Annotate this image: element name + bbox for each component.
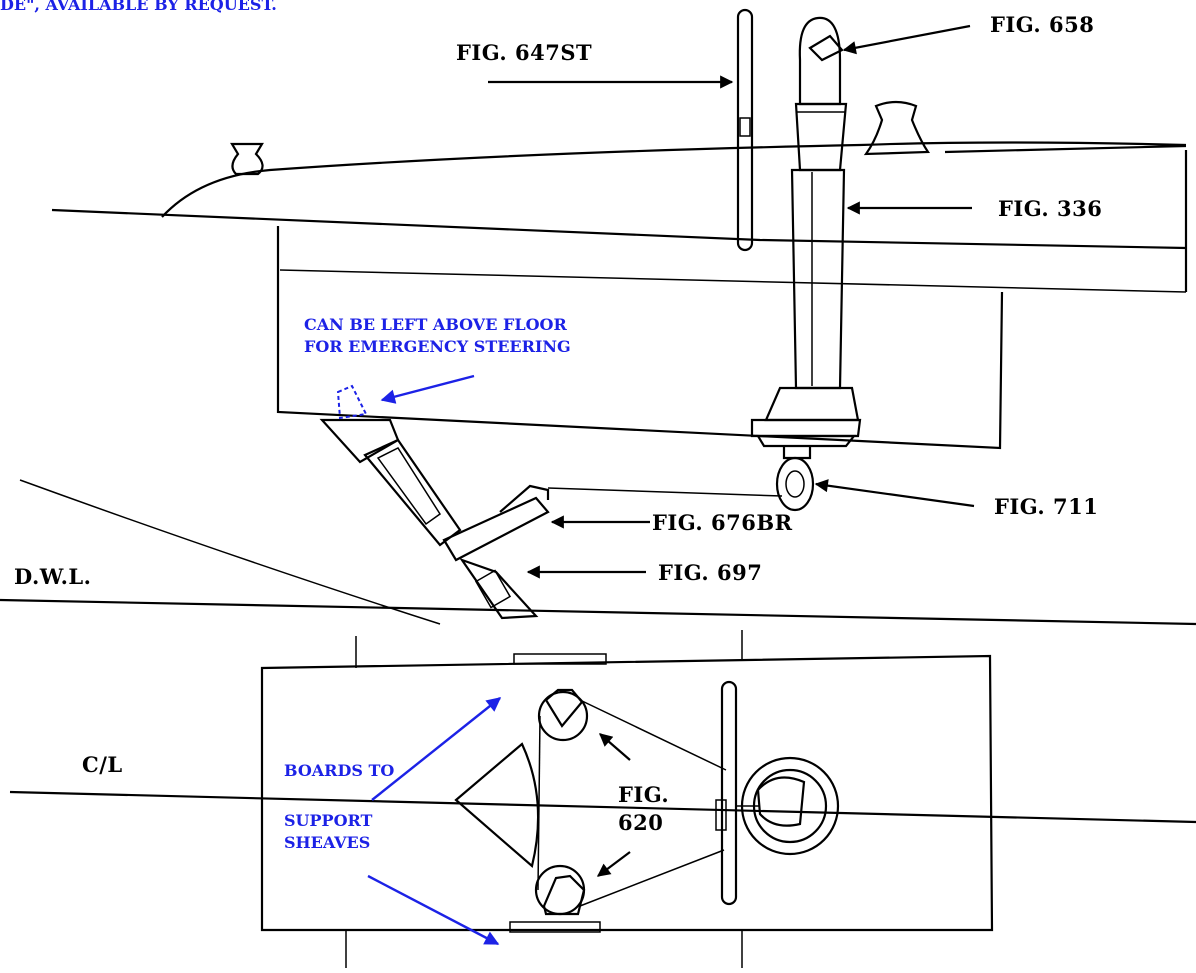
shaft-697	[459, 557, 539, 620]
boards-note-line3: SHEAVES	[284, 833, 371, 852]
tube-flange	[319, 418, 400, 464]
dwl-line	[0, 598, 1196, 626]
fig-620-label-line2: 620	[618, 810, 664, 835]
fig-658-label: FIG. 658	[990, 12, 1095, 37]
blue-arrows	[367, 374, 502, 946]
sheave-711	[775, 446, 815, 512]
fig-711-label: FIG. 711	[994, 494, 1099, 519]
leader-arrows	[488, 24, 975, 877]
deck-line	[51, 208, 1187, 250]
hull-profile	[19, 479, 441, 625]
fig-697-label: FIG. 697	[658, 560, 763, 585]
fig-676br-label: FIG. 676BR	[652, 510, 793, 535]
boards-note-line2: SUPPORT	[284, 811, 373, 830]
boards-note-line1: BOARDS TO	[284, 761, 395, 780]
support-board-bottom	[509, 921, 601, 933]
rudder-arm-676br	[442, 496, 550, 562]
centerline	[9, 790, 1196, 824]
dwl-label: D.W.L.	[14, 564, 92, 589]
fig-620-label-line1: FIG.	[618, 782, 670, 807]
centerline-label: C/L	[82, 752, 123, 777]
side-elevation	[19, 8, 1188, 625]
rudder-sector	[454, 742, 540, 869]
emergency-tiller-dashed	[336, 384, 368, 420]
plan-view	[9, 630, 1196, 968]
emergency-note-line2: FOR EMERGENCY STEERING	[304, 337, 571, 356]
steering-wheel-edge	[736, 8, 754, 252]
steering-pedestal	[750, 16, 862, 448]
fig-647st-label: FIG. 647ST	[456, 40, 593, 65]
sheave-620-top	[537, 690, 589, 742]
plan-box	[260, 654, 994, 932]
rudder-stock-assembly	[319, 384, 783, 620]
bow-cleat	[230, 142, 264, 176]
hull-box	[276, 226, 1004, 450]
stuffing-tube	[363, 438, 462, 547]
aft-cleat	[863, 100, 931, 156]
header-fragment: DE", AVAILABLE BY REQUEST.	[0, 0, 277, 14]
fig-336-label: FIG. 336	[998, 196, 1103, 221]
pedestal-cap	[808, 34, 844, 62]
wheel-plan	[720, 680, 738, 906]
emergency-note-line1: CAN BE LEFT ABOVE FLOOR	[304, 315, 567, 334]
support-board-top	[513, 653, 607, 665]
